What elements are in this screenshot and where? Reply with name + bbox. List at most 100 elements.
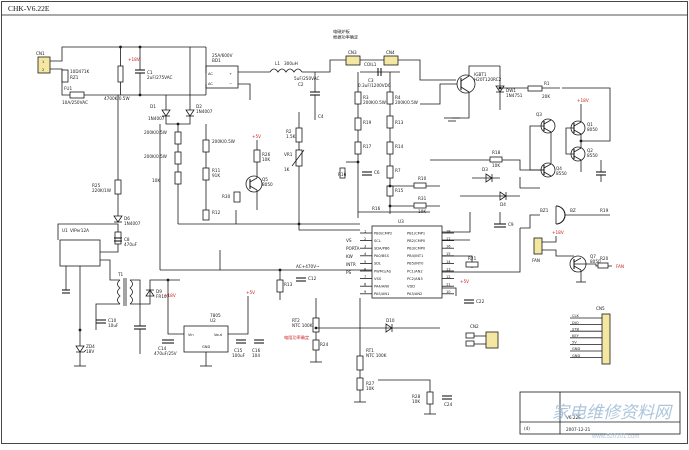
bleeder-resistor xyxy=(117,65,124,83)
vr1-body xyxy=(295,149,303,167)
display-pin-label: GND xyxy=(572,354,580,358)
u2-value: 7805 xyxy=(210,313,221,318)
u2-vin: Vin xyxy=(188,333,194,337)
fan-connector: FAN xyxy=(532,237,543,263)
diode-d1: D1 1N4007 xyxy=(148,104,171,121)
mcu-pin-label: PA4/AN0 xyxy=(374,285,390,289)
svg-text:D10: D10 xyxy=(386,318,395,323)
r24 xyxy=(312,339,320,351)
mcu-pin-label: PB2/CMP0 xyxy=(407,239,426,243)
svg-text:R26: R26 xyxy=(262,152,271,157)
sample-resistor-3 xyxy=(174,171,182,185)
ladder-r5 xyxy=(354,141,362,155)
net-vs: VS xyxy=(346,238,352,243)
svg-text:C9: C9 xyxy=(508,222,514,227)
r31 xyxy=(413,202,427,209)
fan-transistor-q7: Q7 8050 xyxy=(569,254,601,273)
vr1-value: 1K xyxy=(284,167,290,172)
rt2-label: RT2 xyxy=(292,318,300,323)
cn4-label: CN4 xyxy=(386,50,395,55)
r25-value: 220K/1W xyxy=(92,188,111,193)
supply-18v-label: +18V xyxy=(164,293,176,298)
mcu-pin-label: PWM1/AS xyxy=(374,269,392,273)
q7-label: Q7 xyxy=(590,254,596,259)
r27-body xyxy=(356,377,364,391)
mcu-pin-number: 9 xyxy=(364,290,367,294)
r1-body xyxy=(527,85,543,92)
igbt-label: IGBT1 xyxy=(474,72,487,77)
mcu-pin-number: 1 xyxy=(364,229,366,233)
vr1-label: VR1 xyxy=(284,152,293,157)
cn1-label: CN1 xyxy=(36,51,45,56)
sample-resistor-1 xyxy=(174,131,182,145)
net-intr: INTR xyxy=(346,262,356,267)
net-ps: PS xyxy=(346,270,352,275)
mcu-left-pins: PB0/CMP21SCL2SDA/PB63PA0/BSS4SDL5PWM1/AS… xyxy=(360,229,392,296)
q3-label: Q3 xyxy=(536,112,542,117)
ladder-r9 xyxy=(386,165,394,179)
c8-label: C8 xyxy=(124,237,130,242)
cn5-label: CN5 xyxy=(596,306,605,311)
mcu-pin-label: PA0/BSS xyxy=(374,254,390,258)
mcu-pin-number: 14 xyxy=(446,260,451,264)
svg-text:C22: C22 xyxy=(476,299,485,304)
c8-value: 470uF xyxy=(124,242,138,247)
r28-body xyxy=(426,391,434,405)
cn1-pin1: 1 xyxy=(42,60,44,64)
r23 xyxy=(465,340,475,347)
c15-label: C15 xyxy=(234,348,243,353)
driver-transistor-q1: Q1 8050 xyxy=(570,120,598,136)
c2-value: 5uF/250VAC xyxy=(294,76,320,81)
varistor xyxy=(61,69,69,83)
zd4-label: ZD4 xyxy=(86,344,95,349)
q7-value: 8050 xyxy=(590,259,601,264)
svg-text:R3: R3 xyxy=(363,95,369,100)
watermark-logo: 家电维修资料网 www.520101.com xyxy=(552,403,673,440)
r25-label: R25 xyxy=(92,183,101,188)
bleeder-value: 4700K/0.5W xyxy=(104,96,130,101)
r27-label: R27 xyxy=(366,381,375,386)
d9-label: D9 xyxy=(156,289,162,294)
svg-text:91K: 91K xyxy=(212,173,220,178)
mcu-pin-label: SDL xyxy=(374,262,381,266)
svg-text:R16: R16 xyxy=(372,206,381,211)
mcu-pin-label: PA3/AN2 xyxy=(407,292,422,296)
svg-text:D4: D4 xyxy=(500,202,506,207)
coil-connector-cn4: CN4 xyxy=(383,50,399,66)
r13 xyxy=(276,279,284,293)
net-porta-left: PORTA xyxy=(346,246,360,251)
driver-transistor-q4: Q4 8550 xyxy=(540,162,567,178)
svg-text:R19: R19 xyxy=(363,120,372,125)
r1-value: 20K xyxy=(542,94,550,99)
mcu-pin-label: PB5/INT0 xyxy=(407,262,424,266)
display-pin-label: KEY xyxy=(572,334,580,338)
fan-supply: +18V xyxy=(552,230,564,235)
note-top: 电磁炉板根据功率确定 xyxy=(333,28,358,41)
ladder-r4 xyxy=(354,117,362,131)
c2-label: C2 xyxy=(298,82,304,87)
c4-label: C4 xyxy=(318,114,324,119)
regulator-7805: U2 7805 Vin Vout GND xyxy=(183,313,229,353)
switcher-ic-u1: U1 VIPer12A xyxy=(59,228,101,267)
mcu-pin-number: 11 xyxy=(446,283,451,287)
q5-label: Q5 xyxy=(262,177,268,182)
svg-text:R13: R13 xyxy=(395,120,404,125)
mcu-pin-label: PB1/CMP1 xyxy=(407,231,425,235)
ac-sense-label: AC+470V~ xyxy=(296,264,320,269)
q2-value: 8550 xyxy=(587,153,598,158)
note-red: 电阻功率确定 xyxy=(284,334,309,341)
r12 xyxy=(202,209,210,221)
r15 xyxy=(386,185,394,197)
r1-label: R1 xyxy=(544,81,550,86)
r21 xyxy=(465,261,479,268)
drive-resistor xyxy=(489,156,503,163)
mcu-pin-number: 10 xyxy=(446,290,451,294)
ladder-r8 xyxy=(386,141,394,155)
svg-text:+: + xyxy=(229,72,232,76)
svg-text:CN2: CN2 xyxy=(470,324,479,329)
r30 xyxy=(233,191,241,203)
u2-label: U2 xyxy=(210,318,216,323)
mcu-pin-label: VDD xyxy=(407,285,415,289)
